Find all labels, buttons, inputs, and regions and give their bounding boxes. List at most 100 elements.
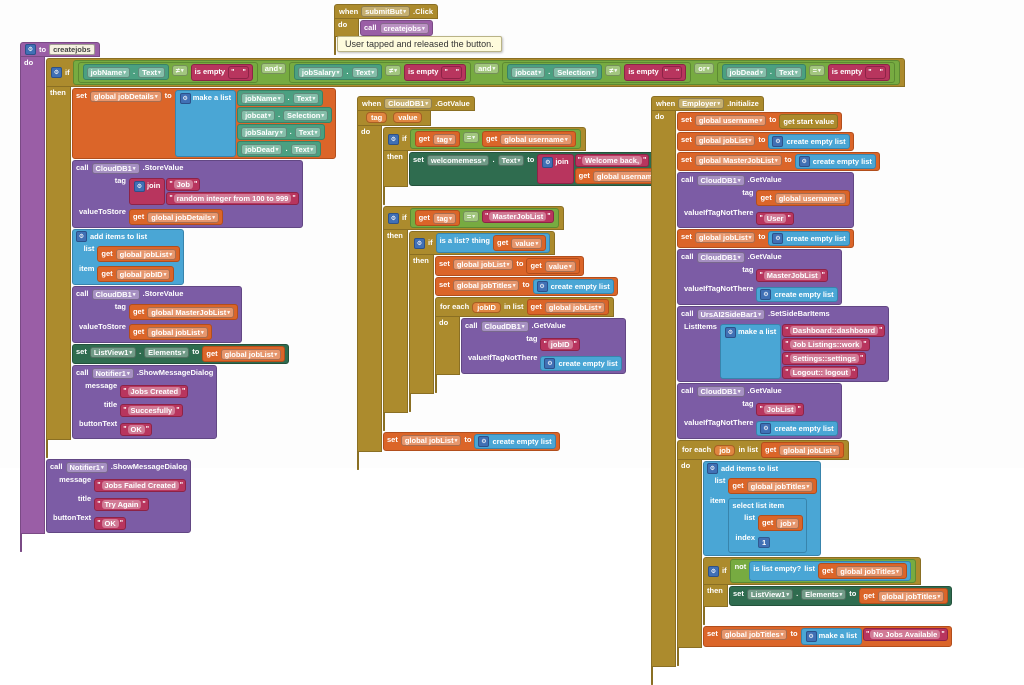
dropdown-jobdead[interactable]: jobDead▾ — [241, 144, 283, 155]
text-string-block[interactable]: "MasterJobList" — [756, 269, 828, 282]
dropdown-text[interactable]: Text▾ — [351, 67, 379, 78]
dropdown-text[interactable]: Text▾ — [497, 155, 525, 166]
mutator-gear-icon[interactable]: ⚙ — [388, 133, 399, 145]
dropdown-text[interactable]: Text▾ — [292, 93, 320, 104]
dropdown-tag[interactable]: tag▾ — [432, 134, 456, 145]
is-empty[interactable]: is empty"" — [624, 64, 687, 81]
mutator-gear-icon[interactable]: ⚙ — [179, 93, 191, 104]
dropdown-jobcat[interactable]: jobcat▾ — [241, 110, 275, 121]
dropdown-x[interactable]: =▾ — [462, 132, 480, 143]
text-string-block[interactable]: "Job " — [166, 178, 201, 191]
dropdown-jobsalary[interactable]: jobSalary▾ — [297, 67, 344, 78]
dropdown-tag[interactable]: tag▾ — [432, 213, 456, 224]
dropdown-selection[interactable]: Selection▾ — [283, 110, 329, 121]
dropdown-employer[interactable]: Employer▾ — [678, 98, 725, 109]
dropdown-selection[interactable]: Selection▾ — [553, 67, 599, 78]
mutator-gear-icon[interactable]: ⚙ — [542, 157, 554, 168]
dropdown-global-jobtitles[interactable]: global jobTitles▾ — [836, 566, 903, 577]
getter-block[interactable]: jobDead▾.Text▾ — [237, 141, 322, 157]
mutator-gear-icon[interactable]: ⚙ — [805, 631, 817, 642]
mutator-gear-icon[interactable]: ⚙ — [388, 212, 399, 224]
is-empty[interactable]: is empty"" — [190, 64, 253, 81]
text-string-block[interactable]: "OK" — [94, 517, 127, 530]
mutator-gear-icon[interactable]: ⚙ — [760, 289, 772, 300]
is-empty[interactable]: is empty"" — [404, 64, 467, 81]
dropdown-jobcat[interactable]: jobcat▾ — [511, 67, 546, 78]
dropdown-text[interactable]: Text▾ — [294, 127, 322, 138]
jobDead-Text[interactable]: jobDead▾.Text▾ — [721, 64, 806, 80]
dropdown-clouddb1[interactable]: CloudDB1▾ — [91, 163, 140, 174]
create-empty-list[interactable]: ⚙create empty list — [540, 356, 622, 371]
text-string-block[interactable]: "Settings::settings" — [782, 352, 867, 365]
dropdown-global-joblist[interactable]: global jobList▾ — [400, 435, 462, 446]
text-string-block[interactable]: "No Jobs Available" — [862, 628, 948, 641]
mutator-gear-icon[interactable]: ⚙ — [76, 231, 87, 242]
mutator-gear-icon[interactable]: ⚙ — [133, 181, 145, 192]
dropdown-text[interactable]: Text▾ — [290, 144, 318, 155]
text-string-block[interactable]: "Job Listings::work" — [782, 338, 870, 351]
getter-block[interactable]: jobSalary▾.Text▾ — [237, 124, 326, 140]
text-string-block[interactable]: "" — [441, 66, 463, 79]
dropdown-value[interactable]: value▾ — [511, 238, 543, 249]
mutator-gear-icon[interactable]: ⚙ — [772, 233, 784, 244]
dropdown-listview1[interactable]: ListView1▾ — [89, 347, 137, 358]
dropdown-global-joblist[interactable]: global jobList▾ — [452, 259, 514, 270]
text-string-block[interactable]: "JobList" — [756, 403, 804, 416]
param-chip-jobid[interactable]: jobID — [472, 301, 501, 313]
mutator-gear-icon[interactable]: ⚙ — [544, 358, 556, 369]
dropdown-notifier1[interactable]: Notifier1▾ — [91, 368, 134, 379]
text-string-block[interactable]: "Logout:: logout" — [782, 366, 859, 379]
dropdown-global-jobid[interactable]: global jobID▾ — [115, 269, 171, 280]
dropdown-clouddb1[interactable]: CloudDB1▾ — [384, 98, 433, 109]
dropdown-clouddb1[interactable]: CloudDB1▾ — [480, 321, 529, 332]
dropdown-global-jobtitles[interactable]: global jobTitles▾ — [720, 629, 788, 640]
dropdown-global-username[interactable]: global username▾ — [774, 193, 847, 204]
dropdown-submitbut[interactable]: submitBut▾ — [361, 6, 411, 17]
dropdown-global-joblist[interactable]: global jobList▾ — [147, 327, 208, 338]
dropdown-global-masterjoblist[interactable]: global MasterJobList▾ — [694, 155, 782, 166]
create-empty-list[interactable]: ⚙create empty list — [532, 279, 614, 294]
dropdown-clouddb1[interactable]: CloudDB1▾ — [696, 386, 745, 397]
dropdown-or[interactable]: or▾ — [694, 63, 714, 74]
dropdown-global-jobdetails[interactable]: global jobDetails▾ — [147, 212, 219, 223]
param-chip-value[interactable]: value — [393, 112, 423, 123]
compare-jobcat[interactable]: jobcat▾.Selection▾≠▾is empty"" — [502, 62, 692, 83]
jobcat-Selection[interactable]: jobcat▾.Selection▾ — [507, 64, 603, 80]
dropdown-elements[interactable]: Elements▾ — [801, 589, 847, 600]
number-block[interactable]: 1 — [758, 537, 771, 548]
param-chip-job[interactable]: job — [714, 444, 736, 456]
text-string-block[interactable]: "OK" — [120, 423, 153, 436]
dropdown-global-joblist[interactable]: global jobList▾ — [220, 349, 282, 360]
jobSalary-Text[interactable]: jobSalary▾.Text▾ — [293, 64, 383, 80]
dropdown-global-jobtitles[interactable]: global jobTitles▾ — [746, 481, 814, 492]
dropdown-listview1[interactable]: ListView1▾ — [746, 589, 794, 600]
